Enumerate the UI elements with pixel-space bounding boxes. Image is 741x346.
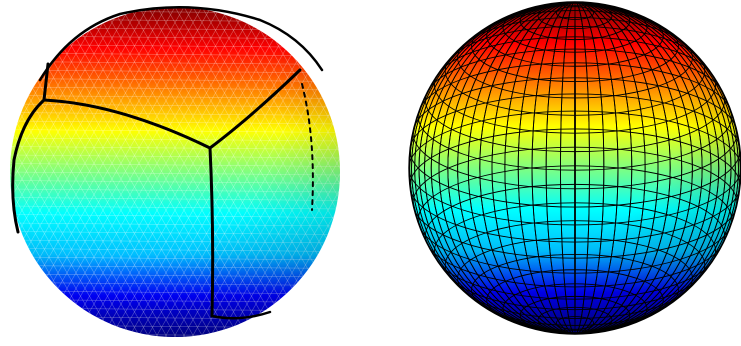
mesh-latitude [555, 316, 595, 330]
right-sphere-outline [408, 1, 741, 335]
right-quad-mesh [409, 2, 741, 334]
left-seam-right [301, 83, 314, 211]
mesh-longitude [517, 2, 633, 334]
mesh-longitude [457, 2, 693, 334]
mesh-latitude [486, 269, 664, 331]
mesh-latitude [457, 237, 693, 319]
right-sphere-shading [409, 2, 741, 334]
left-seam-bottom [210, 310, 272, 320]
mesh-longitude [430, 2, 720, 334]
mesh-longitude [438, 2, 712, 334]
sphere-triangulated-mesh [0, 2, 340, 345]
mesh-longitude [491, 2, 659, 334]
mesh-latitude [537, 306, 613, 334]
left-seam-left [11, 98, 46, 234]
left-seam-lines [11, 6, 324, 320]
mesh-latitude [417, 165, 733, 274]
left-seam-upper [42, 62, 302, 150]
sphere-quadrilateral-mesh [408, 1, 741, 335]
mesh-latitude [433, 202, 717, 300]
mesh-longitude [424, 2, 726, 334]
mesh-latitude [471, 253, 679, 326]
mesh-latitude [409, 110, 741, 226]
left-top-outline [38, 6, 324, 82]
mesh-longitude [531, 2, 619, 334]
left-seam-vertical [208, 146, 215, 318]
mesh-longitude [447, 2, 703, 334]
mesh-longitude [504, 2, 646, 334]
mesh-line [0, 7, 5, 337]
mesh-longitude [574, 2, 576, 334]
mesh-longitude [411, 2, 739, 334]
mesh-line [10, 2, 340, 5]
mesh-longitude [545, 2, 605, 334]
mesh-line [10, 342, 340, 345]
mesh-longitude [414, 2, 736, 334]
mesh-longitude [560, 2, 590, 334]
mesh-longitude [467, 2, 683, 334]
mesh-longitude [479, 2, 671, 334]
mesh-longitude [418, 2, 732, 334]
mesh-line [0, 7, 4, 337]
left-sphere-shading [10, 7, 340, 337]
